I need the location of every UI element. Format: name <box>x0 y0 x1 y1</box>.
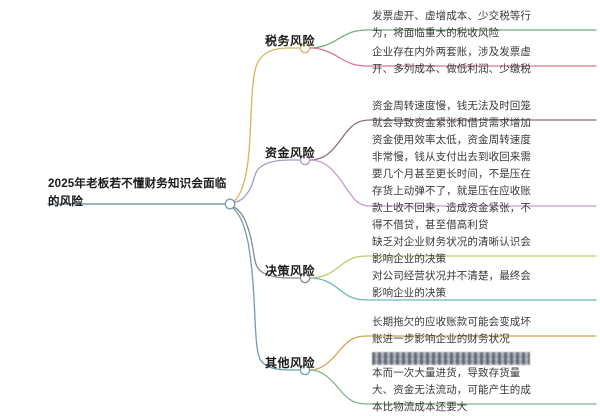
leaf-line-redacted <box>372 352 530 365</box>
branch-node-dot-1 <box>299 154 311 166</box>
leaf-line: 企业存在内外两套账，涉及发票虚 <box>372 46 531 58</box>
leaf-line: 款上收不回来，造成资金紧张，不 <box>372 202 531 214</box>
connector-branch-0-leaf-0 <box>309 29 597 49</box>
branch-node-capital-risk[interactable]: 资金风险 <box>265 146 315 162</box>
leaf-line: 非常慢，钱从支付出去到收回来需 <box>372 151 531 163</box>
branch-label: 决策风险 <box>265 264 316 278</box>
leaf-line: 发票虚开、虚增成本、少交税等行 <box>372 10 531 22</box>
leaf-line: 账进一步影响企业的财务状况 <box>372 333 510 345</box>
branch-label: 其他风险 <box>265 356 316 370</box>
connector-root-to-branch-1 <box>231 159 303 204</box>
root-node-dot <box>224 198 236 210</box>
leaf-node-other-0[interactable]: 长期拖欠的应收账款可能会变成坏 账进一步影响企业的财务状况 <box>372 314 594 348</box>
leaf-line: 对公司经营状况并不清楚，最终会 <box>372 270 531 282</box>
leaf-node-decision-1[interactable]: 对公司经营状况并不清楚，最终会 影响企业的决策 <box>372 268 594 302</box>
branch-node-dot-3 <box>299 364 311 376</box>
connector-branch-0-leaf-1 <box>309 47 597 67</box>
root-node[interactable]: 2025年老板若不懂财务知识会面临的风险 <box>48 176 230 212</box>
branch-label: 税务风险 <box>265 34 316 48</box>
branch-node-dot-2 <box>299 272 311 284</box>
leaf-line: 影响企业的决策 <box>372 287 447 299</box>
leaf-node-capital-1[interactable]: 资金使用效率太低，资金周转速度 非常慢，钱从支付出去到收回来需 要几个月甚至更长… <box>372 132 594 234</box>
leaf-line: 大、资金无法流动，可能产生的成 <box>372 384 531 396</box>
connector-branch-3-leaf-0 <box>309 335 597 371</box>
leaf-node-capital-0[interactable]: 资金周转速度慢，钱无法及时回笼 就会导致资金紧张和借贷需求增加 <box>372 98 594 132</box>
leaf-line: 长期拖欠的应收账款可能会变成坏 <box>372 316 531 328</box>
connector-root-to-branch-0 <box>231 47 301 204</box>
branch-node-other-risk[interactable]: 其他风险 <box>265 356 315 372</box>
connector-branch-2-leaf-0 <box>309 255 597 279</box>
root-node-label: 2025年老板若不懂财务知识会面临的风险 <box>48 178 227 208</box>
connector-branch-1-leaf-0 <box>309 119 597 161</box>
leaf-line: 要几个月甚至更长时间，不是压在 <box>372 168 531 180</box>
branch-node-dot-0 <box>299 42 311 54</box>
leaf-line: 得不借贷，甚至借高利贷 <box>372 219 489 231</box>
leaf-line: 本比物流成本还要大 <box>372 401 468 413</box>
leaf-line: 就会导致资金紧张和借贷需求增加 <box>372 117 531 129</box>
leaf-line: 开、多列成本、做低利润、少缴税 <box>372 63 531 75</box>
leaf-node-other-1[interactable]: 本而一次大量进货，导致存货量 大、资金无法流动，可能产生的成 本比物流成本还要大 <box>372 352 594 416</box>
leaf-line: 本而一次大量进货，导致存货量 <box>372 367 521 379</box>
leaf-line: 影响企业的决策 <box>372 253 447 265</box>
leaf-node-tax-1[interactable]: 企业存在内外两套账，涉及发票虚 开、多列成本、做低利润、少缴税 <box>372 44 594 78</box>
connector-branch-3-leaf-1 <box>309 369 597 405</box>
connector-root-to-branch-3 <box>231 206 303 371</box>
connector-branch-2-leaf-1 <box>309 277 597 301</box>
branch-label: 资金风险 <box>265 146 316 160</box>
connector-root-to-branch-2 <box>231 205 303 279</box>
leaf-line: 存货上动弹不了，就是压在应收账 <box>372 185 531 197</box>
leaf-line: 缺乏对企业财务状况的清晰认识会 <box>372 236 531 248</box>
branch-node-tax-risk[interactable]: 税务风险 <box>265 34 315 50</box>
leaf-line: 资金周转速度慢，钱无法及时回笼 <box>372 100 531 112</box>
leaf-line: 资金使用效率太低，资金周转速度 <box>372 134 531 146</box>
leaf-node-tax-0[interactable]: 发票虚开、虚增成本、少交税等行 为，将面临重大的税收风险 <box>372 8 594 42</box>
branch-node-decision-risk[interactable]: 决策风险 <box>265 264 315 280</box>
leaf-line: 为，将面临重大的税收风险 <box>372 27 500 39</box>
connector-branch-1-leaf-1 <box>309 159 597 207</box>
leaf-node-decision-0[interactable]: 缺乏对企业财务状况的清晰认识会 影响企业的决策 <box>372 234 594 268</box>
